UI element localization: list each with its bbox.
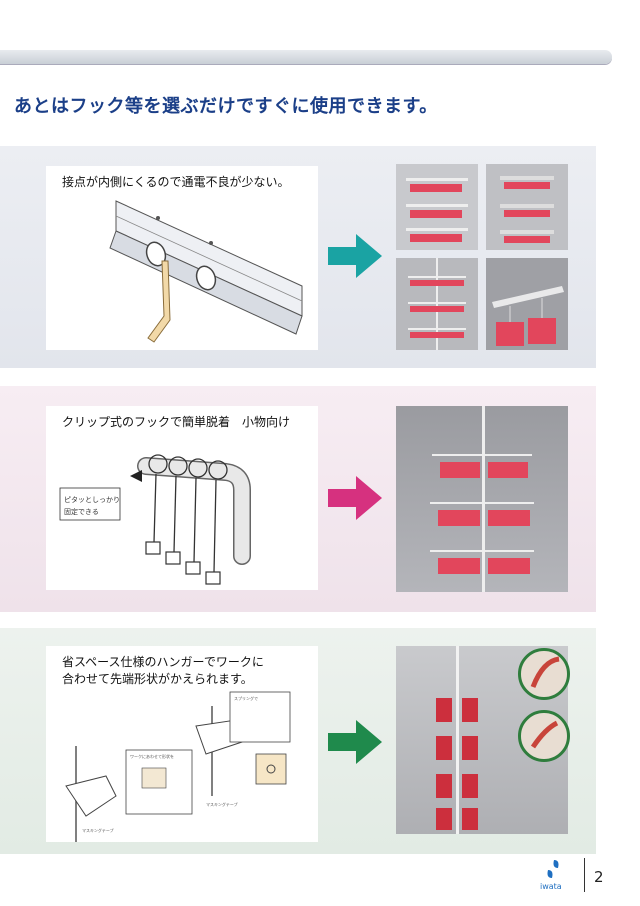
header-bar <box>0 50 612 64</box>
section-caption: 省スペース仕様のハンガーでワークに 合わせて先端形状がかえられます。 <box>62 655 264 686</box>
illustration-card: 省スペース仕様のハンガーでワークに 合わせて先端形状がかえられます。 ワークにあ… <box>46 646 318 842</box>
svg-text:スプリングで: スプリングで <box>234 695 258 701</box>
svg-text:マスキングテープ: マスキングテープ <box>206 801 238 807</box>
section-caption: クリップ式のフックで簡単脱着 小物向け <box>62 415 291 429</box>
page-divider <box>584 858 585 892</box>
arrow-right-icon <box>328 720 382 764</box>
product-photo <box>396 258 478 350</box>
brand-logo-icon: iwata <box>540 860 562 891</box>
svg-text:ワークにあわせて形状を: ワークにあわせて形状を <box>130 753 174 759</box>
clip-hook-illustration: ピタッとしっかり 固定できる <box>59 454 251 585</box>
svg-text:iwata: iwata <box>540 882 562 891</box>
page-number: 2 <box>594 868 604 886</box>
product-photo <box>396 164 478 250</box>
hanger-illustration: ワークにあわせて形状を スプリングで マスキングテープ マスキングテープ <box>65 691 291 842</box>
arrow-right-icon <box>328 234 382 278</box>
page-headline: あとはフック等を選ぶだけですぐに使用できます。 <box>14 96 438 117</box>
section-contact: 接点が内側にくるので通電不良が少ない。 <box>0 146 596 368</box>
arrow-right-icon <box>328 476 382 520</box>
svg-text:ピタッとしっかり: ピタッとしっかり <box>64 495 120 504</box>
detail-inset <box>518 648 570 700</box>
product-photo <box>486 258 568 350</box>
section-caption: 接点が内側にくるので通電不良が少ない。 <box>62 175 290 189</box>
section-clip-hook: クリップ式のフックで簡単脱着 小物向け <box>0 386 596 612</box>
section-hanger: 省スペース仕様のハンガーでワークに 合わせて先端形状がかえられます。 ワークにあ… <box>0 628 596 854</box>
rail-hook-illustration <box>109 200 303 343</box>
illustration-card: クリップ式のフックで簡単脱着 小物向け <box>46 406 318 590</box>
illustration-card: 接点が内側にくるので通電不良が少ない。 <box>46 166 318 350</box>
product-photo <box>486 164 568 250</box>
product-photo <box>396 406 568 592</box>
svg-text:固定できる: 固定できる <box>64 507 99 516</box>
svg-text:マスキングテープ: マスキングテープ <box>82 827 114 833</box>
detail-inset <box>518 710 570 762</box>
